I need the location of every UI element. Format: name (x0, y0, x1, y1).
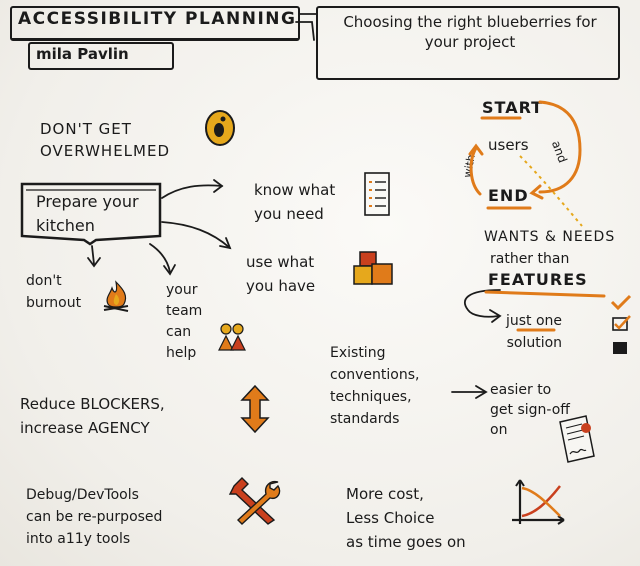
wants-line2: rather than (490, 251, 570, 267)
note-more-cost: More cost, Less Choice as time goes on (346, 485, 466, 551)
page-subtitle: Choosing the right blueberries for your … (343, 13, 597, 51)
wants-line1: WANTS & NEEDS (484, 229, 616, 245)
people-icon (218, 323, 246, 351)
tools-icon (228, 477, 281, 525)
author-name: mila Pavlin (36, 45, 129, 63)
note-existing: Existing conventions, techniques, standa… (330, 345, 420, 427)
subtitle-box (316, 6, 620, 80)
solution-label: just one solution (506, 313, 563, 351)
graph-icon (512, 479, 565, 525)
fire-icon (103, 280, 129, 312)
checkbox-icon (610, 294, 632, 354)
face-icon (205, 110, 235, 146)
note-team-help: your team can help (166, 282, 203, 361)
page-title: ACCESSIBILITY PLANNING (18, 9, 297, 29)
note-signoff: easier to get sign-off on (490, 382, 570, 438)
wants-line3: FEATURES (488, 270, 588, 289)
cycle-start: START (482, 98, 544, 117)
note-dont-burnout: don't burnout (26, 273, 82, 311)
note-reduce-blockers: Reduce BLOCKERS, increase AGENCY (20, 395, 165, 437)
note-devtools: Debug/DevTools can be re-purposed into a… (26, 487, 163, 547)
note-overwhelmed: DON'T GET OVERWHELMED (40, 120, 171, 160)
double-arrow-icon (240, 384, 270, 434)
book-icon (20, 182, 162, 246)
checklist-icon (364, 172, 390, 216)
note-use-have: use what you have (246, 253, 316, 295)
cycle-users: users (488, 136, 529, 154)
document-icon (559, 415, 595, 463)
blocks-icon (353, 251, 393, 285)
cycle-end: END (488, 186, 529, 205)
note-prepare-kitchen: Prepare your kitchen (36, 192, 139, 235)
note-know-need: know what you need (254, 181, 336, 223)
author-box (28, 42, 174, 70)
title-box (10, 6, 300, 41)
